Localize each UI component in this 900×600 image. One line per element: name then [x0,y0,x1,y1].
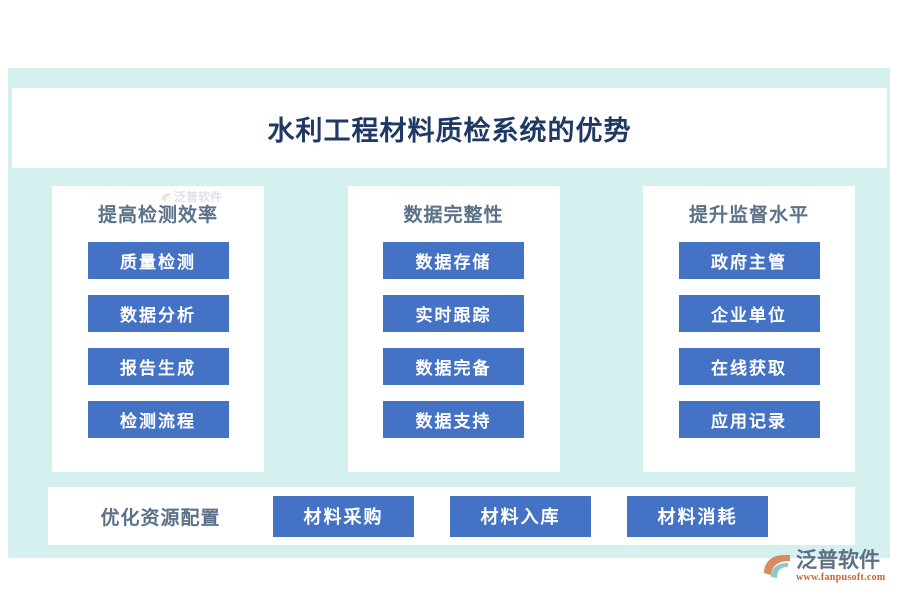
chip-enterprise-unit[interactable]: 企业单位 [678,295,820,332]
chip-data-analysis[interactable]: 数据分析 [87,295,229,332]
feature-column-3: 提升监督水平 政府主管 企业单位 在线获取 应用记录 [643,186,855,472]
chip-material-purchase[interactable]: 材料采购 [273,495,414,537]
fanpu-logo-icon [762,553,792,581]
brand-url: www.fanpusoft.com [796,572,886,583]
brand-text-block: 泛普软件 www.fanpusoft.com [796,550,886,583]
page-title: 水利工程材料质检系统的优势 [267,115,632,146]
chip-data-completeness[interactable]: 数据完备 [383,348,524,385]
chip-inspection-process[interactable]: 检测流程 [87,401,229,438]
chip-quality-inspection[interactable]: 质量检测 [87,242,229,279]
chip-application-record[interactable]: 应用记录 [678,401,820,438]
feature-columns: 泛普软件 提高检测效率 质量检测 数据分析 报告生成 检测流程 数据完整性 数据… [52,186,855,472]
bottom-bar: 优化资源配置 材料采购 材料入库 材料消耗 [48,487,855,545]
chip-government-authority[interactable]: 政府主管 [678,242,820,279]
chip-material-inbound[interactable]: 材料入库 [450,495,591,537]
feature-column-1: 泛普软件 提高检测效率 质量检测 数据分析 报告生成 检测流程 [52,186,264,472]
bottom-bar-label: 优化资源配置 [100,507,221,529]
chip-realtime-tracking[interactable]: 实时跟踪 [383,295,524,332]
feature-column-2-title: 数据完整性 [403,205,504,226]
brand-name: 泛普软件 [796,548,880,572]
brand-logo: 泛普软件 www.fanpusoft.com [762,550,886,583]
chip-online-access[interactable]: 在线获取 [678,348,820,385]
chip-data-storage[interactable]: 数据存储 [383,242,524,279]
feature-column-1-title: 提高检测效率 [97,205,218,226]
chip-report-generation[interactable]: 报告生成 [87,348,229,385]
title-card: 水利工程材料质检系统的优势 [12,88,887,168]
chip-data-support[interactable]: 数据支持 [383,401,524,438]
feature-column-3-title: 提升监督水平 [688,205,809,226]
feature-column-2: 数据完整性 数据存储 实时跟踪 数据完备 数据支持 [347,186,560,472]
chip-material-consumption[interactable]: 材料消耗 [627,495,768,537]
